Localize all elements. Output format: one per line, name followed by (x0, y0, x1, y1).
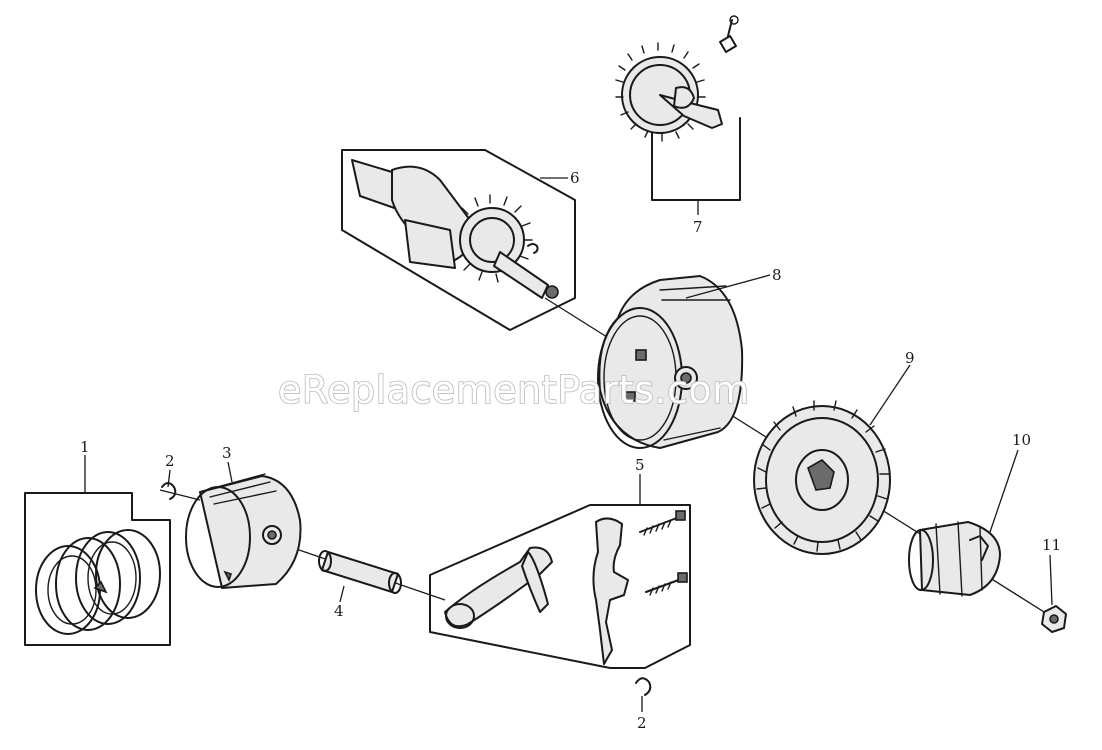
callout-6: 6 (570, 169, 580, 187)
magneto-flywheel-housing-icon (597, 274, 771, 449)
flywheel-nut-icon (1041, 554, 1067, 633)
piston-rings-icon (24, 455, 171, 646)
callout-7: 7 (693, 218, 703, 236)
callout-2-upper: 2 (165, 452, 175, 470)
callout-8: 8 (772, 266, 782, 284)
circlip-icon (635, 677, 652, 712)
crankshaft-icon (341, 149, 576, 331)
piston-icon (185, 461, 302, 589)
piston-pin-icon (318, 550, 402, 603)
callout-2-lower: 2 (637, 714, 647, 732)
callout-11: 11 (1042, 536, 1061, 554)
callout-10: 10 (1012, 431, 1031, 449)
watermark-text: eReplacementParts.com (278, 368, 750, 412)
connecting-rod-icon (429, 474, 691, 669)
callout-3: 3 (222, 444, 232, 462)
camshaft-icon (615, 15, 741, 215)
callout-4: 4 (334, 602, 344, 620)
flywheel-fan-icon (753, 364, 911, 555)
callout-labels: 1 2 3 4 5 2 6 7 8 9 10 11 (80, 169, 1061, 732)
starter-cup-icon (908, 449, 1019, 597)
callout-1: 1 (80, 438, 90, 456)
callout-5: 5 (635, 456, 645, 474)
callout-9: 9 (905, 349, 915, 367)
circlip-icon (161, 469, 177, 500)
